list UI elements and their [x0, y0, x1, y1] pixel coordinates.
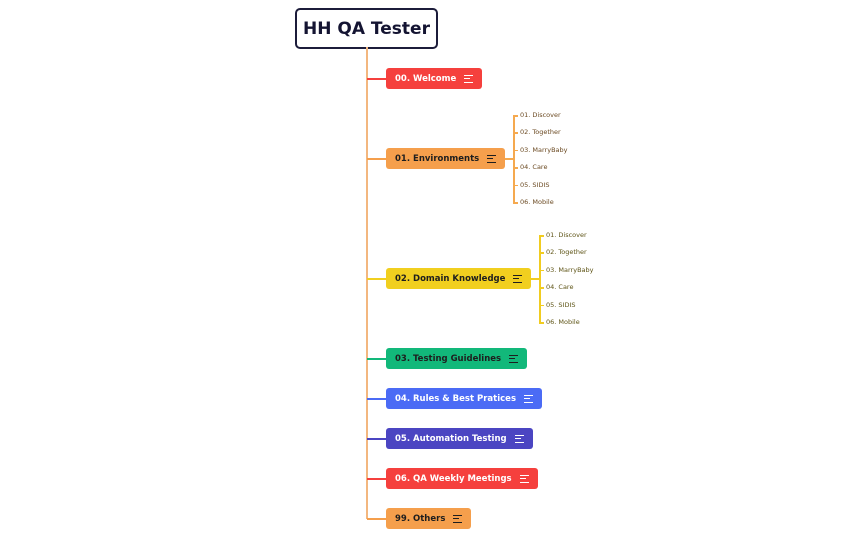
trunk-line [366, 47, 368, 519]
child-connector [513, 115, 518, 117]
topic-node[interactable]: 06. QA Weekly Meetings [386, 468, 538, 489]
child-connector [513, 167, 518, 169]
topic-node[interactable]: 02. Domain Knowledge [386, 268, 532, 289]
subtopic[interactable]: 04. Care [520, 163, 548, 172]
child-connector [513, 149, 518, 152]
topic-label: 06. QA Weekly Meetings [395, 473, 512, 484]
notes-icon[interactable] [487, 154, 497, 163]
notes-icon[interactable] [464, 74, 474, 83]
subtopic[interactable]: 03. MarryBaby [546, 265, 594, 274]
child-connector [539, 252, 544, 254]
topic-label: 01. Environments [395, 153, 480, 164]
bracket-line [513, 115, 515, 202]
child-connector [539, 287, 544, 289]
connector [367, 278, 386, 280]
topic-label: 05. Automation Testing [395, 433, 507, 444]
notes-icon[interactable] [514, 434, 524, 443]
child-connector [539, 304, 544, 307]
child-connector [539, 235, 544, 237]
connector [367, 358, 386, 360]
notes-icon[interactable] [509, 354, 519, 363]
topic-label: 99. Others [395, 513, 446, 524]
child-connector [513, 202, 518, 204]
connector [367, 398, 386, 400]
subtopic[interactable]: 05. SIDIS [546, 300, 576, 309]
child-connector [539, 322, 544, 324]
connector [367, 518, 386, 520]
connector [367, 438, 386, 440]
topic-node[interactable]: 00. Welcome [386, 68, 483, 89]
topic-label: 02. Domain Knowledge [395, 273, 506, 284]
child-connector [513, 132, 518, 134]
notes-icon[interactable] [513, 274, 523, 283]
branch-connector [505, 158, 513, 160]
subtopic[interactable]: 03. MarryBaby [520, 145, 568, 154]
topic-node[interactable]: 01. Environments [386, 148, 506, 169]
topic-node[interactable]: 04. Rules & Best Pratices [386, 388, 543, 409]
child-connector [539, 269, 544, 272]
subtopic[interactable]: 01. Discover [546, 231, 587, 239]
subtopic[interactable]: 01. Discover [520, 111, 561, 119]
connector [367, 158, 386, 160]
subtopic[interactable]: 02. Together [520, 128, 561, 137]
notes-icon[interactable] [453, 514, 463, 523]
topic-label: 04. Rules & Best Pratices [395, 393, 517, 404]
subtopic[interactable]: 06. Mobile [546, 318, 580, 326]
subtopic[interactable]: 06. Mobile [520, 198, 554, 206]
subtopic[interactable]: 02. Together [546, 248, 587, 257]
topic-label: 03. Testing Guidelines [395, 353, 502, 364]
root-topic[interactable]: HH QA Tester [295, 8, 438, 49]
child-connector [513, 184, 518, 187]
topic-node[interactable]: 99. Others [386, 508, 472, 529]
topic-node[interactable]: 03. Testing Guidelines [386, 348, 528, 369]
notes-icon[interactable] [524, 394, 534, 403]
subtopic[interactable]: 05. SIDIS [520, 180, 550, 189]
branch-connector [531, 278, 539, 280]
bracket-line [539, 235, 541, 322]
subtopic[interactable]: 04. Care [546, 283, 574, 292]
connector [367, 478, 386, 480]
notes-icon[interactable] [519, 474, 529, 483]
topic-label: 00. Welcome [395, 73, 457, 84]
connector [367, 78, 386, 80]
topic-node[interactable]: 05. Automation Testing [386, 428, 533, 449]
